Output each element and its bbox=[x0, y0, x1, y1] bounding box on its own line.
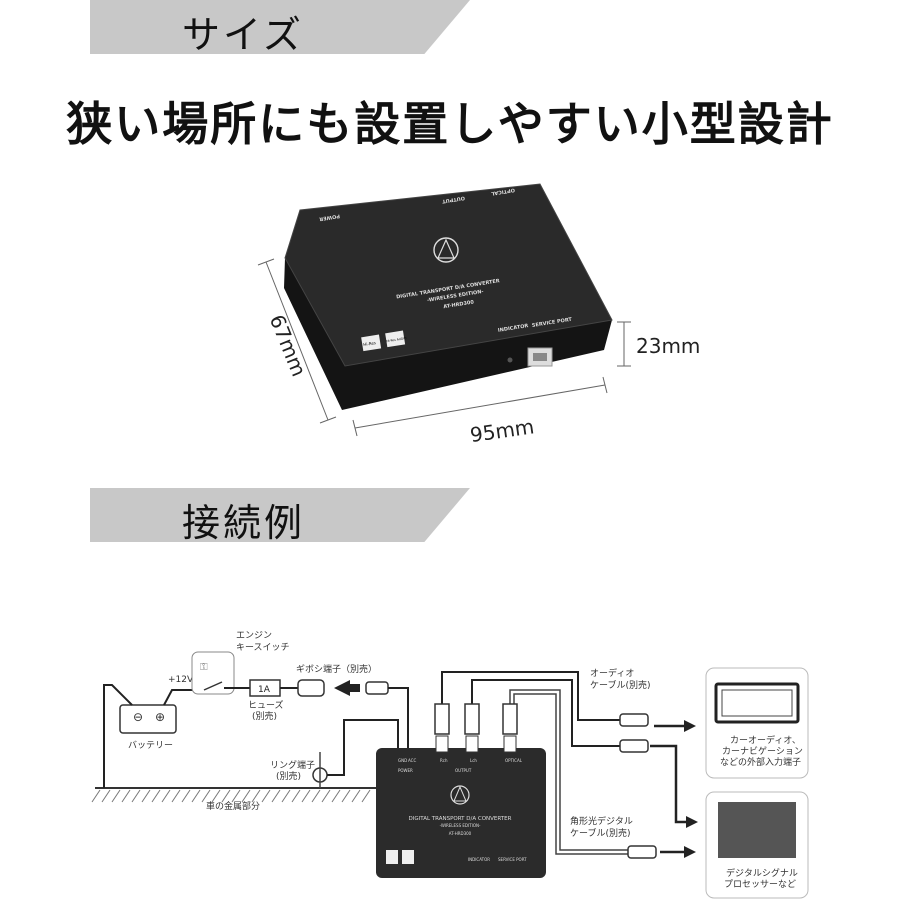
size-section-title: サイズ bbox=[182, 13, 304, 57]
optical-cable-label-2: ケーブル(別売) bbox=[570, 827, 630, 839]
width-dimension-label: 95mm bbox=[468, 414, 535, 447]
diagram-optical-label: OPTICAL bbox=[505, 758, 523, 763]
audio-cable-label-1: オーディオ bbox=[590, 667, 634, 679]
hires-audio-badge: Hi-Res AUDIO bbox=[386, 336, 407, 343]
car-audio-label-2: カーナビゲーション bbox=[722, 745, 803, 757]
indicator-label: INDICATOR bbox=[498, 323, 529, 334]
engine-key-switch-icon bbox=[191, 651, 235, 695]
dsp-label-2: プロセッサーなど bbox=[724, 879, 796, 890]
diagram-power-label: POWER bbox=[398, 768, 413, 773]
connection-section-title: 接続例 bbox=[182, 501, 306, 545]
connection-section-banner bbox=[90, 488, 470, 542]
depth-dimension-line bbox=[265, 261, 329, 421]
audio-cable-label-2: ケーブル(別売) bbox=[590, 679, 650, 691]
device-model: AT-HRD300 bbox=[443, 299, 475, 310]
svg-text:⊕: ⊕ bbox=[155, 710, 165, 724]
car-audio-label-3: などの外部入力端子 bbox=[720, 756, 801, 768]
optical-plug bbox=[502, 703, 518, 735]
car-metal-label: 車の金属部分 bbox=[206, 800, 260, 812]
device-dimension-figure: DIGITAL TRANSPORT D/A CONVERTER -WIRELES… bbox=[257, 183, 700, 447]
rca-plug-lch bbox=[464, 703, 480, 735]
engine-key-switch-label-2: キースイッチ bbox=[236, 642, 290, 653]
diagram-device-model: AT-HRD300 bbox=[449, 831, 472, 836]
device-top-face bbox=[285, 184, 612, 366]
headline: 狭い場所にも設置しやすい小型設計 bbox=[66, 97, 834, 151]
fuse-value: 1A bbox=[258, 685, 271, 695]
indicator-led bbox=[507, 357, 513, 363]
converter-device bbox=[376, 748, 546, 878]
diagram-device-subtitle: -WIRELESS EDITION- bbox=[440, 823, 481, 828]
ring-terminal-label-1: リング端子 bbox=[270, 759, 315, 771]
battery-icon bbox=[119, 704, 177, 734]
size-section-banner bbox=[90, 0, 470, 54]
ring-terminal-label-2: (別売) bbox=[276, 770, 301, 782]
fuse-label-2: (別売) bbox=[252, 710, 277, 722]
diagram-gnd-label: GND bbox=[398, 758, 407, 763]
power-label: POWER bbox=[319, 212, 341, 221]
height-dimension-label: 23mm bbox=[636, 334, 700, 358]
gibosi-terminal-icon bbox=[297, 679, 325, 697]
rca-plug-rch bbox=[434, 703, 450, 735]
plus12v-label: +12V bbox=[168, 675, 194, 685]
width-dimension-line bbox=[354, 384, 606, 429]
diagram-acc-label: ACC bbox=[408, 758, 416, 763]
arrow-icon bbox=[334, 680, 360, 696]
hires-badge: Hi-Res bbox=[363, 340, 376, 347]
gibosi-terminal-label: ギボシ端子（別売） bbox=[296, 663, 377, 675]
engine-key-switch-label-1: エンジン bbox=[236, 631, 272, 641]
svg-text:⊖: ⊖ bbox=[133, 710, 143, 724]
diagram-service-port-label: SERVICE PORT bbox=[498, 857, 527, 862]
dsp-label-1: デジタルシグナル bbox=[726, 867, 798, 879]
car-audio-label-1: カーオーディオ、 bbox=[730, 734, 801, 746]
diagram-device-title: DIGITAL TRANSPORT D/A CONVERTER bbox=[409, 816, 512, 822]
svg-text:⚿: ⚿ bbox=[200, 662, 208, 673]
diagram-indicator-label: INDICATOR bbox=[468, 857, 490, 862]
brand-logo-icon bbox=[433, 237, 459, 263]
optical-label: OPTICAL bbox=[490, 186, 515, 196]
dsp-unit-icon bbox=[718, 802, 796, 858]
output-label: OUTPUT bbox=[441, 194, 465, 204]
diagram-output-label: OUTPUT bbox=[455, 768, 472, 773]
device-front-face bbox=[284, 258, 612, 410]
battery-label: バッテリー bbox=[128, 740, 173, 751]
connection-diagram: 車の金属部分 ⊖ ⊕ バッテリー +12V ⚿ エンジン キースイッチ 1A ヒ… bbox=[91, 631, 809, 899]
diagram-lch-label: Lch bbox=[470, 758, 477, 763]
optical-cable-label-1: 角形光デジタル bbox=[570, 815, 633, 827]
fuse-label-1: ヒューズ bbox=[248, 699, 284, 711]
diagram-rch-label: Rch bbox=[440, 758, 448, 763]
